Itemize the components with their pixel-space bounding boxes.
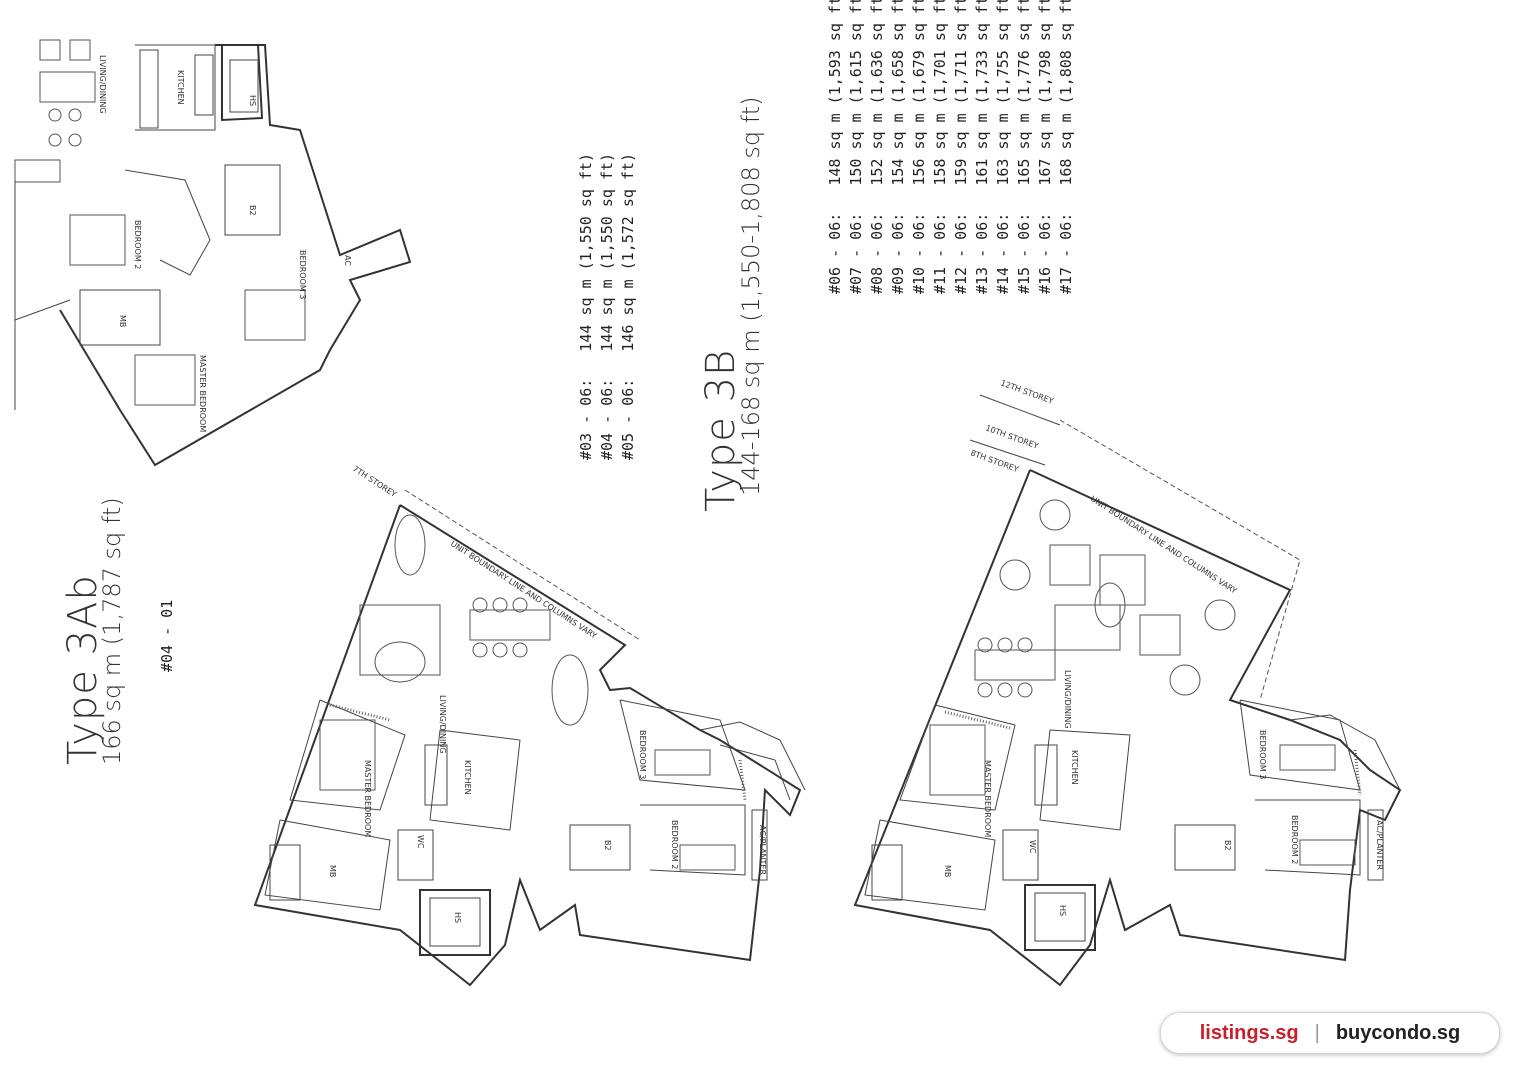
- unit-row: #08 - 06: 152 sq m (1,636 sq ft): [868, 0, 886, 294]
- storey-note-3ab: 7TH STOREY: [351, 464, 398, 499]
- hs-label-3b: HS: [1058, 905, 1067, 916]
- type-3ab-area: 166 sq m (1,787 sq ft): [98, 497, 126, 765]
- type-3b-area: 144-168 sq m (1,550-1,808 sq ft): [737, 96, 765, 496]
- unit-row: #09 - 06: 154 sq m (1,658 sq ft): [889, 0, 907, 294]
- mb-label-top: MB: [118, 315, 127, 327]
- type-3ab-plan: LIVING/DINING MASTER BEDROOM KITCHEN MB …: [253, 464, 806, 987]
- type-3ab-unit: #04 - 01: [158, 599, 176, 672]
- boundary-note-3b: UNIT BOUNDARY LINE AND COLUMNS VARY: [1089, 494, 1239, 595]
- storey-note-10th: 10TH STOREY: [984, 423, 1039, 450]
- living-label-3ab: LIVING/DINING: [438, 695, 447, 754]
- master-label-3b: MASTER BEDROOM: [983, 760, 992, 837]
- hs-label-3ab: HS: [453, 912, 462, 923]
- wc-label-3ab: WC: [416, 835, 425, 849]
- unit-row: #03 - 06: 144 sq m (1,550 sq ft): [577, 152, 595, 460]
- unit-row: #15 - 06: 165 sq m (1,776 sq ft): [1015, 0, 1033, 294]
- type-3b-plan: LIVING/DINING MASTER BEDROOM KITCHEN MB …: [853, 378, 1402, 987]
- storey-note-8th: 8TH STOREY: [969, 448, 1019, 474]
- brand-buycondo-sg: buycondo.sg: [1335, 1021, 1461, 1044]
- kitchen-label-3b: KITCHEN: [1070, 750, 1079, 785]
- unit-row: #10 - 06: 156 sq m (1,679 sq ft): [910, 0, 928, 294]
- bedroom3-label-top: BEDROOM 3: [298, 250, 307, 299]
- mb-label-3b: MB: [943, 865, 952, 877]
- unit-row: #06 - 06: 148 sq m (1,593 sq ft): [826, 0, 844, 294]
- unit-row: #11 - 06: 158 sq m (1,701 sq ft): [931, 0, 949, 294]
- ac-label-3b: AC/PLANTER: [1375, 820, 1384, 870]
- wc-label-3b: WC: [1028, 840, 1037, 854]
- kitchen-label-3ab: KITCHEN: [463, 760, 472, 795]
- kitchen-label-top: KITCHEN: [176, 70, 185, 105]
- bedroom2-label-top: BEDROOM 2: [133, 220, 142, 269]
- b2-label-3b: B2: [1223, 840, 1232, 851]
- unit-row: #14 - 06: 163 sq m (1,755 sq ft): [994, 0, 1012, 294]
- brand-separator: |: [1314, 1021, 1320, 1044]
- unit-row: #13 - 06: 161 sq m (1,733 sq ft): [973, 0, 991, 294]
- unit-row: #16 - 06: 167 sq m (1,798 sq ft): [1036, 0, 1054, 294]
- hs-label-top: HS: [248, 95, 257, 106]
- living-label-3b: LIVING/DINING: [1063, 670, 1072, 729]
- unit-row: #17 - 06: 168 sq m (1,808 sq ft): [1057, 0, 1075, 294]
- living-label-top: LIVING/DINING: [98, 55, 107, 114]
- ac-label-3ab: AC/PLANTER: [758, 825, 767, 875]
- unit-row: #07 - 06: 150 sq m (1,615 sq ft): [847, 0, 865, 294]
- unit-row: #12 - 06: 159 sq m (1,711 sq ft): [952, 0, 970, 294]
- b2-label-3ab: B2: [603, 840, 612, 851]
- bedroom3-label-3b: BEDROOM 3: [1258, 730, 1267, 779]
- boundary-note-3ab: UNIT BOUNDARY LINE AND COLUMNS VARY: [449, 539, 599, 640]
- brand-watermark: listings.sg | buycondo.sg: [1160, 1012, 1500, 1054]
- unit-row: #04 - 06: 144 sq m (1,550 sq ft): [598, 152, 616, 460]
- bedroom2-label-3ab: BEDROOM 2: [670, 820, 679, 869]
- ac-label-top: AC: [343, 255, 352, 266]
- unit-row: #05 - 06: 146 sq m (1,572 sq ft): [619, 152, 637, 460]
- storey-note-12th: 12TH STOREY: [999, 378, 1054, 405]
- bedroom3-label-3ab: BEDROOM 3: [638, 730, 647, 779]
- b2-label-top: B2: [248, 205, 257, 216]
- mb-label-3ab: MB: [328, 865, 337, 877]
- brand-listings-sg: listings.sg: [1199, 1021, 1299, 1044]
- type-3b-units-b: #06 - 06: 148 sq m (1,593 sq ft) #07 - 0…: [825, 0, 1077, 294]
- bedroom2-label-3b: BEDROOM 2: [1290, 815, 1299, 864]
- type-3b-units-a: #03 - 06: 144 sq m (1,550 sq ft) #04 - 0…: [576, 153, 639, 460]
- master-label-top: MASTER BEDROOM: [198, 355, 207, 432]
- master-label-3ab: MASTER BEDROOM: [363, 760, 372, 837]
- partial-floor-plan: HS KITCHEN LIVING/DINING BEDROOM 2 B2 BE…: [14, 39, 412, 467]
